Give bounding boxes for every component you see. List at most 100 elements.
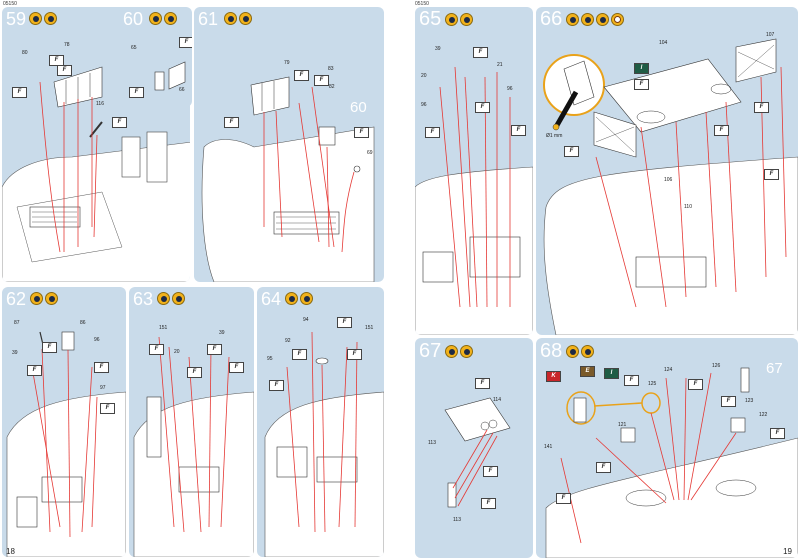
glue-flag-icon: F <box>624 375 639 386</box>
glue-flag-icon: F <box>149 344 164 355</box>
glue-flag-icon: F <box>354 127 369 138</box>
glue-flag-icon: F <box>596 462 611 473</box>
step-64-drawing <box>264 331 384 557</box>
glue-flag-icon: F <box>634 79 649 90</box>
glue-flag-icon: F <box>112 117 127 128</box>
step-63-drawing <box>133 336 254 557</box>
step-number: 59 <box>6 9 27 29</box>
part-label: 94 <box>303 317 309 323</box>
part-label: 80 <box>22 50 28 56</box>
part-label: 104 <box>659 40 668 46</box>
part-label: 97 <box>100 385 106 391</box>
paint-pot-icon <box>300 292 313 305</box>
paint-pot-icon <box>30 292 43 305</box>
color-flag-icon: I <box>604 368 619 379</box>
step-62-panel: 62 87 86 39 96 97 F F F F <box>2 287 126 557</box>
paint-pot-icon <box>172 292 185 305</box>
part-label: 66 <box>179 87 185 93</box>
glue-flag-icon: F <box>294 70 309 81</box>
paint-pot-icon <box>224 12 237 25</box>
glue-flag-icon: F <box>721 396 736 407</box>
step-68-panel: 68 67 K E I 124 126 125 121 123 122 141 … <box>536 338 798 558</box>
part-label: 39 <box>219 330 225 336</box>
part-label: 79 <box>284 60 290 66</box>
step-number: 62 <box>6 289 27 309</box>
step-66-drawing <box>543 38 798 335</box>
part-label: 141 <box>544 444 553 450</box>
glue-flag-icon: F <box>269 380 284 391</box>
part-label: 20 <box>421 73 427 79</box>
part-label: 124 <box>664 367 673 373</box>
glue-flag-icon: F <box>764 169 779 180</box>
drying-time-clock-icon <box>611 13 624 26</box>
part-label: 151 <box>159 325 168 331</box>
part-label: 123 <box>745 398 754 404</box>
paint-pot-icon <box>566 13 579 26</box>
part-label: 125 <box>648 381 657 387</box>
step-67-panel: 67 114 113 113 F F F <box>415 338 533 558</box>
paint-pot-icon <box>460 345 473 358</box>
part-label: 39 <box>12 350 18 356</box>
step-number: 65 <box>419 8 442 30</box>
glue-flag-icon: F <box>187 367 202 378</box>
glue-flag-icon: F <box>129 87 144 98</box>
paint-pot-icon <box>29 12 42 25</box>
glue-flag-icon: F <box>483 466 498 477</box>
part-label: 107 <box>766 32 775 38</box>
part-label: 126 <box>712 363 721 369</box>
part-label: 113 <box>453 517 461 523</box>
part-label: 87 <box>14 320 20 326</box>
part-label: 96 <box>507 86 513 92</box>
page-number: 19 <box>783 547 792 556</box>
paint-pot-icon <box>445 345 458 358</box>
left-page-code: 05150 <box>3 1 17 7</box>
glue-flag-icon: F <box>49 55 64 66</box>
glue-flag-icon: F <box>556 493 571 504</box>
step-number: 66 <box>540 8 563 30</box>
page-number: 18 <box>6 547 15 556</box>
glue-flag-icon: F <box>337 317 352 328</box>
part-label: 65 <box>131 45 137 51</box>
glue-flag-icon: F <box>688 379 703 390</box>
glue-flag-icon: F <box>207 344 222 355</box>
step-65-drawing <box>415 66 533 335</box>
glue-flag-icon: F <box>12 87 27 98</box>
part-label: 92 <box>285 338 291 344</box>
step-number: 64 <box>261 289 282 309</box>
step-62-drawing <box>6 331 126 557</box>
color-flag-icon: K <box>546 371 561 382</box>
glue-flag-icon: F <box>229 362 244 373</box>
ghost-step-number: 67 <box>766 360 783 377</box>
glue-flag-icon: F <box>770 428 785 439</box>
glue-flag-icon: F <box>754 102 769 113</box>
part-label: 83 <box>328 66 334 72</box>
part-label: 151 <box>365 325 374 331</box>
glue-flag-icon: F <box>314 75 329 86</box>
glue-flag-icon: F <box>511 125 526 136</box>
step-number: 61 <box>198 9 219 29</box>
glue-flag-icon: F <box>347 349 362 360</box>
paint-pot-icon <box>45 292 58 305</box>
right-page-code: 05150 <box>415 1 429 7</box>
glue-flag-icon: F <box>425 127 440 138</box>
paint-pot-icon <box>596 13 609 26</box>
paint-pot-icon <box>44 12 57 25</box>
part-label: 96 <box>94 337 100 343</box>
step-67-drawing <box>444 397 511 508</box>
glue-flag-icon: F <box>475 378 490 389</box>
glue-flag-icon: F <box>57 65 72 76</box>
part-label: 69 <box>367 150 373 156</box>
part-label: 21 <box>497 62 503 68</box>
paint-pot-icon <box>566 345 579 358</box>
part-label: 96 <box>421 102 427 108</box>
glue-flag-icon: F <box>100 403 115 414</box>
paint-pot-icon <box>285 292 298 305</box>
color-flag-icon: E <box>580 366 595 377</box>
step-64-panel: 64 94 92 95 151 F F F F <box>257 287 384 557</box>
step-number: 68 <box>540 340 563 362</box>
glue-flag-icon: F <box>42 342 57 353</box>
glue-flag-icon: F <box>94 362 109 373</box>
step-59-drawing <box>2 66 190 282</box>
color-flag-icon: I <box>634 63 649 74</box>
